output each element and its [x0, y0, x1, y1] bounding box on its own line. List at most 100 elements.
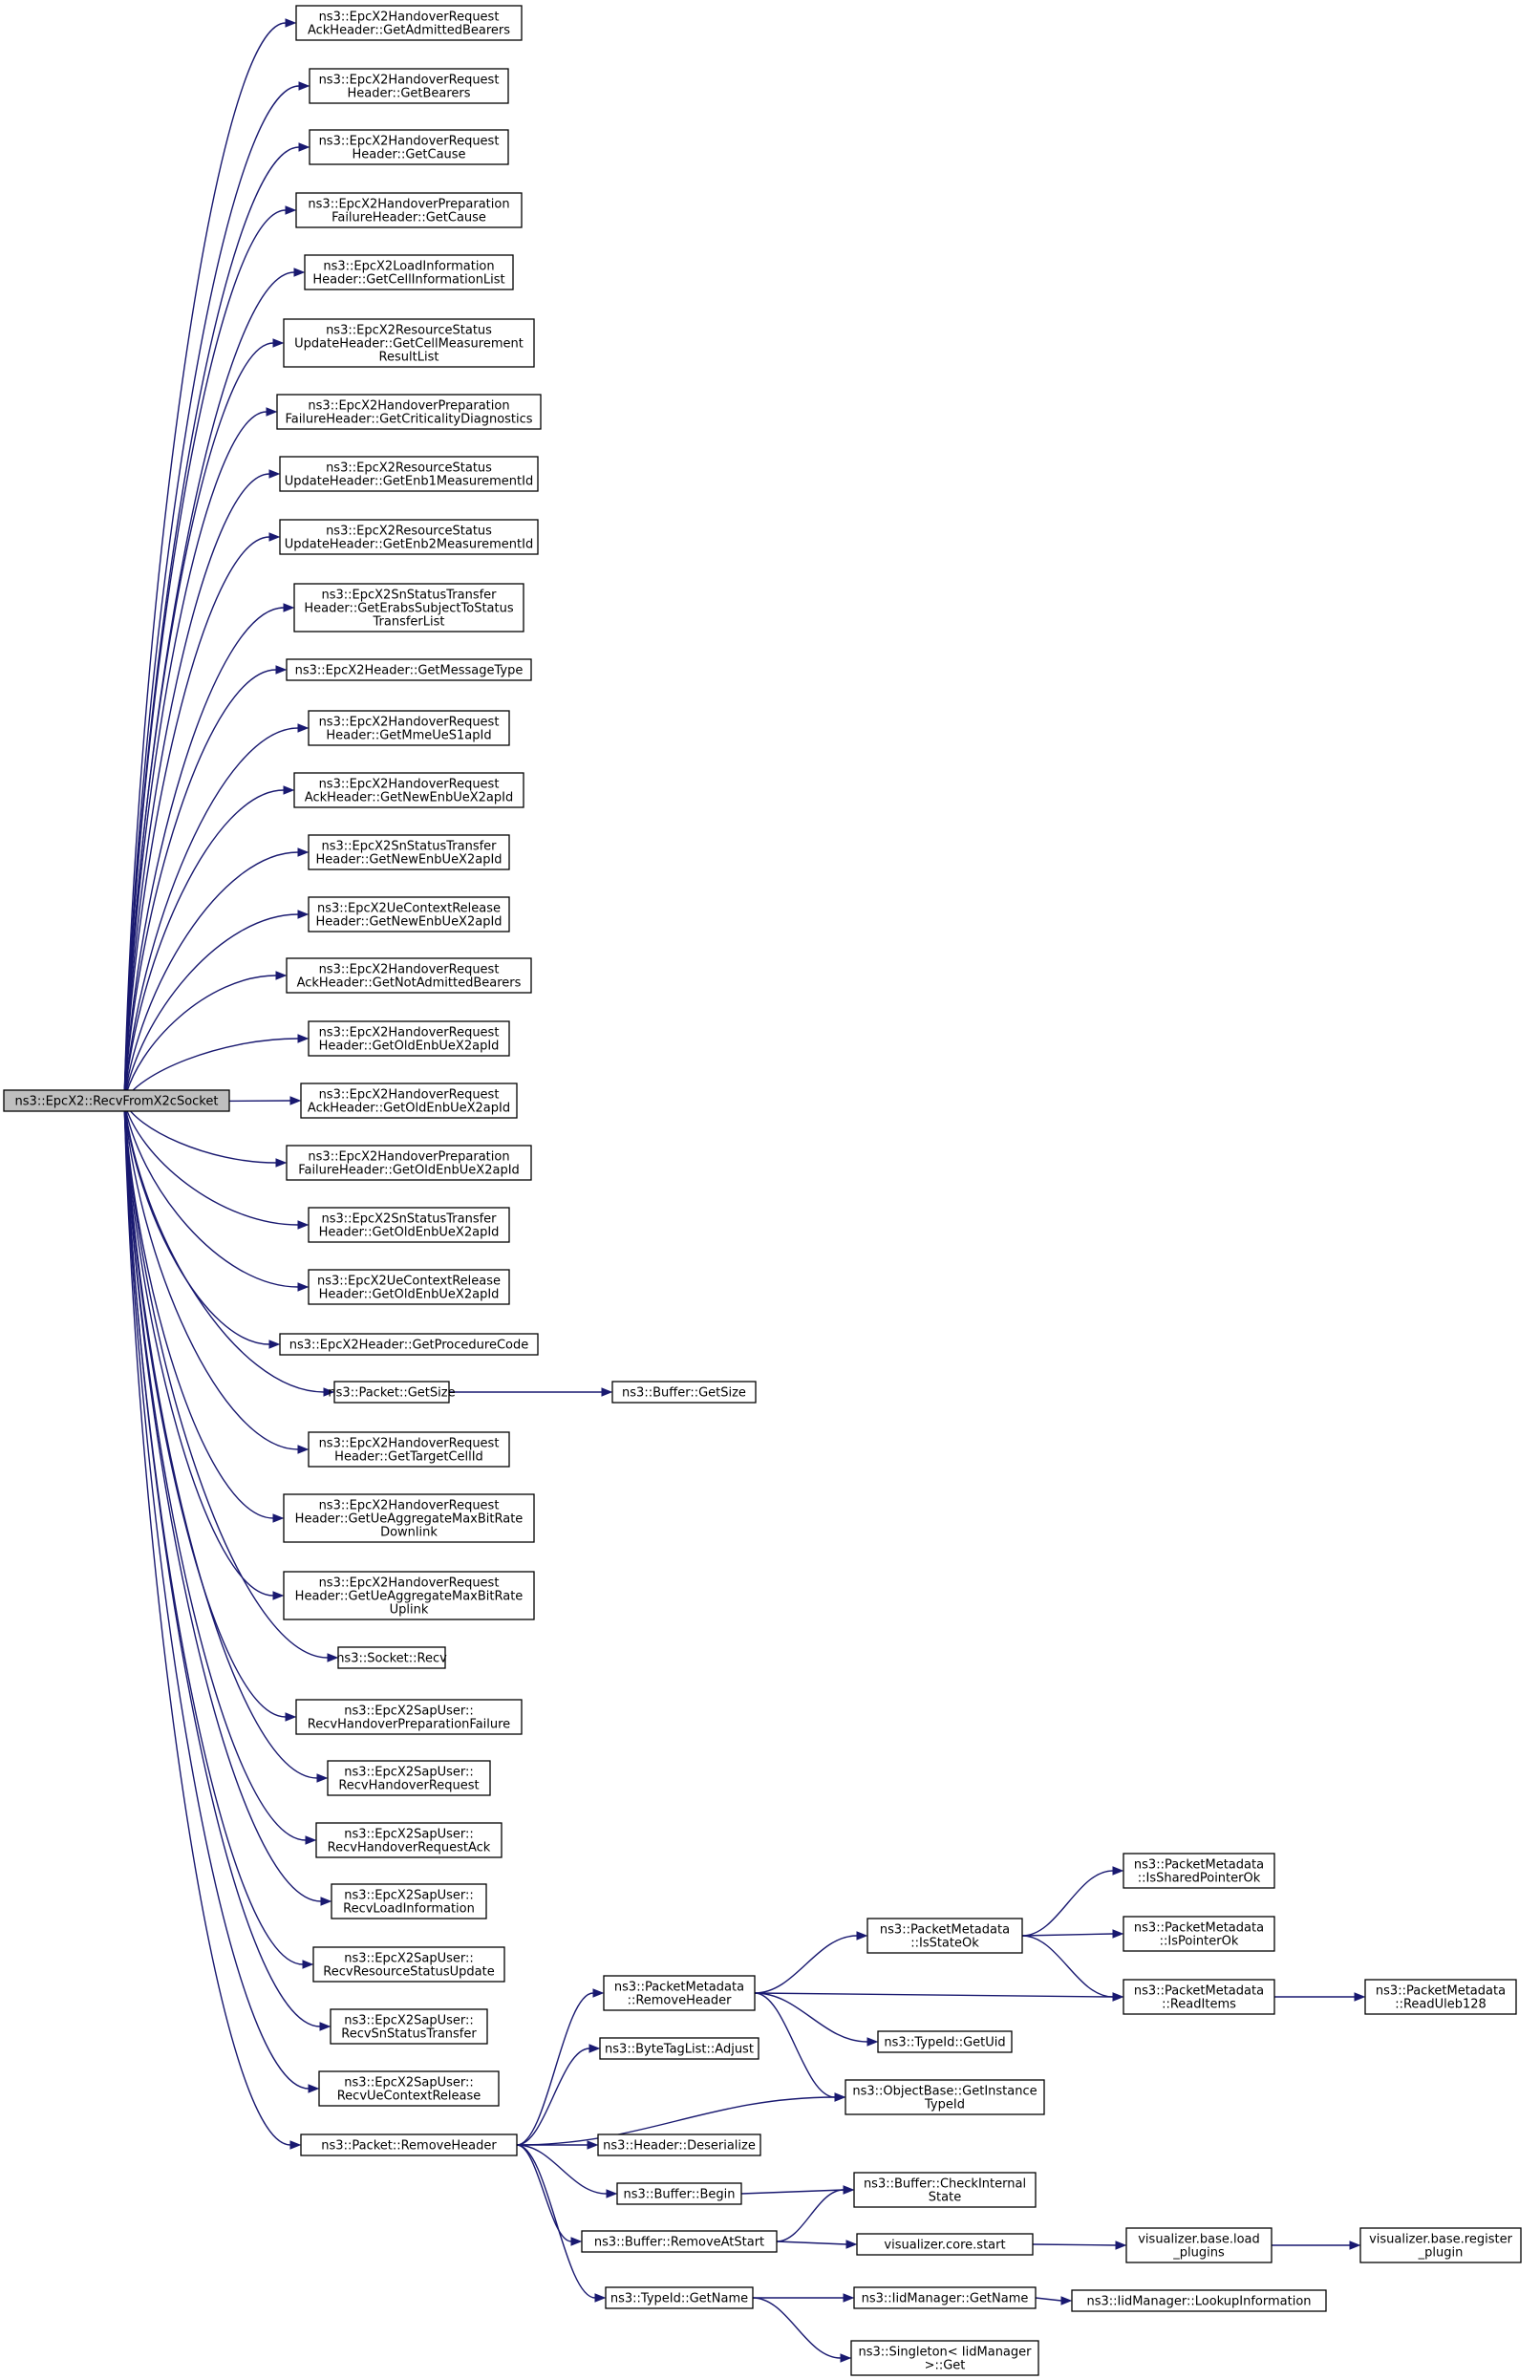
node-n25[interactable]: ns3::EpcX2HandoverRequestHeader::GetUeAg… [283, 1493, 535, 1543]
edge-line [754, 1992, 1114, 1998]
node-n26[interactable]: ns3::EpcX2HandoverRequestHeader::GetUeAg… [283, 1571, 535, 1620]
node-label: ResultList [379, 351, 439, 365]
edge-line [123, 727, 299, 1103]
edge-line [123, 1101, 321, 2027]
node-b_getsize[interactable]: ns3::Buffer::GetSize [611, 1381, 757, 1404]
arrowhead-icon [570, 2237, 583, 2246]
node-singleton[interactable]: ns3::Singleton< IidManager >::Get [850, 2340, 1039, 2376]
node-label: ns3::EpcX2SapUser:: [344, 1705, 473, 1719]
node-n14[interactable]: ns3::EpcX2SnStatusTransferHeader::GetNew… [308, 834, 510, 870]
node-label: ns3::EpcX2HandoverRequest [319, 11, 500, 25]
node-tid_getname[interactable]: ns3::TypeId::GetName [605, 2286, 754, 2309]
node-iid_getname[interactable]: ns3::IidManager::GetName [853, 2286, 1037, 2309]
node-n_root[interactable]: ns3::EpcX2::RecvFromX2cSocket [3, 1089, 230, 1112]
edge-line [123, 975, 277, 1103]
node-label: FailureHeader::GetCriticalityDiagnostics [285, 413, 532, 427]
node-n28[interactable]: ns3::EpcX2SapUser::RecvHandoverPreparati… [295, 1699, 523, 1735]
node-n20[interactable]: ns3::EpcX2SnStatusTransferHeader::GetOld… [308, 1207, 510, 1243]
edge-line [123, 85, 300, 1103]
edge-line [752, 2297, 842, 2359]
node-label: Header::GetBearers [347, 87, 470, 101]
node-viz_load[interactable]: visualizer.base.load_plugins [1125, 2227, 1273, 2263]
node-n11[interactable]: ns3::EpcX2Header::GetMessageType [286, 658, 532, 681]
node-n32[interactable]: ns3::EpcX2SapUser::RecvResourceStatusUpd… [312, 1946, 505, 1983]
node-pm_remove[interactable]: ns3::PacketMetadata::RemoveHeader [603, 1975, 756, 2011]
node-label: ns3::EpcX2Header::GetMessageType [295, 664, 524, 678]
node-n18[interactable]: ns3::EpcX2HandoverRequestAckHeader::GetO… [300, 1083, 518, 1119]
node-box [1123, 1853, 1275, 1889]
node-n3[interactable]: ns3::EpcX2HandoverRequestHeader::GetCaus… [309, 129, 509, 165]
node-label: ::IsStateOk [910, 1937, 979, 1951]
node-label: State [929, 2191, 961, 2205]
node-label: ::RemoveHeader [628, 1994, 733, 2008]
node-pm_shared[interactable]: ns3::PacketMetadata::IsSharedPointerOk [1123, 1853, 1275, 1889]
node-label: >::Get [925, 2359, 966, 2373]
node-n9[interactable]: ns3::EpcX2ResourceStatusUpdateHeader::Ge… [279, 519, 539, 555]
node-buf_begin[interactable]: ns3::Buffer::Begin [616, 2182, 742, 2205]
node-n6[interactable]: ns3::EpcX2ResourceStatusUpdateHeader::Ge… [283, 318, 535, 368]
node-box [304, 254, 514, 290]
arrowhead-icon [268, 469, 281, 479]
node-n10[interactable]: ns3::EpcX2SnStatusTransferHeader::GetEra… [293, 583, 524, 633]
node-n17[interactable]: ns3::EpcX2HandoverRequestHeader::GetOldE… [308, 1020, 510, 1057]
node-n8[interactable]: ns3::EpcX2ResourceStatusUpdateHeader::Ge… [279, 456, 539, 492]
node-label: TypeId [924, 2098, 965, 2112]
node-pm_ptr[interactable]: ns3::PacketMetadata::IsPointerOk [1123, 1916, 1275, 1952]
node-n24[interactable]: ns3::EpcX2HandoverRequestHeader::GetTarg… [308, 1431, 510, 1468]
node-n19[interactable]: ns3::EpcX2HandoverPreparationFailureHead… [286, 1145, 532, 1181]
node-n7[interactable]: ns3::EpcX2HandoverPreparationFailureHead… [276, 394, 542, 430]
node-btl_adjust[interactable]: ns3::ByteTagList::Adjust [599, 2037, 759, 2060]
node-iid_lookup[interactable]: ns3::IidManager::LookupInformation [1071, 2289, 1327, 2312]
edge-n_root-to-n4 [123, 205, 297, 1103]
node-label: AckHeader::GetNewEnbUeX2apId [305, 791, 513, 805]
node-n1[interactable]: ns3::EpcX2HandoverRequestAckHeader::GetA… [295, 5, 523, 41]
node-label: AckHeader::GetOldEnbUeX2apId [308, 1102, 510, 1116]
node-label: ns3::EpcX2SapUser:: [344, 1766, 473, 1780]
edge-buf_rmstart-to-viz_start [776, 2240, 858, 2249]
node-n34[interactable]: ns3::EpcX2SapUser::RecvUeContextRelease [318, 2070, 500, 2107]
node-n16[interactable]: ns3::EpcX2HandoverRequestAckHeader::GetN… [286, 957, 532, 994]
node-n21[interactable]: ns3::EpcX2UeContextReleaseHeader::GetOld… [308, 1269, 510, 1305]
node-pm_isstate[interactable]: ns3::PacketMetadata::IsStateOk [866, 1918, 1023, 1954]
node-n12[interactable]: ns3::EpcX2HandoverRequestHeader::GetMmeU… [308, 710, 510, 746]
node-buf_rmstart[interactable]: ns3::Buffer::RemoveAtStart [581, 2230, 778, 2253]
edge-n_root-to-n9 [123, 532, 281, 1103]
edge-line [123, 22, 287, 1103]
node-n23[interactable]: ns3::Packet::GetSize [328, 1381, 456, 1404]
node-n31[interactable]: ns3::EpcX2SapUser::RecvLoadInformation [331, 1883, 487, 1919]
node-n29[interactable]: ns3::EpcX2SapUser::RecvHandoverRequest [327, 1760, 491, 1796]
arrowhead-icon [866, 2037, 879, 2047]
node-box [279, 1333, 539, 1356]
edge-n_root-to-n25 [123, 1101, 285, 1523]
node-n2[interactable]: ns3::EpcX2HandoverRequestHeader::GetBear… [309, 68, 509, 104]
edge-n_root-to-n16 [123, 971, 288, 1103]
node-n30[interactable]: ns3::EpcX2SapUser::RecvHandoverRequestAc… [315, 1822, 503, 1858]
node-label: ns3::EpcX2Header::GetProcedureCode [289, 1339, 528, 1353]
node-label: Header::GetOldEnbUeX2apId [319, 1226, 500, 1240]
node-label: visualizer.base.register [1369, 2233, 1513, 2247]
node-viz_reg[interactable]: visualizer.base.register_plugin [1359, 2227, 1522, 2263]
node-pm_read[interactable]: ns3::PacketMetadata::ReadItems [1123, 1979, 1275, 2015]
node-label: ns3::EpcX2SnStatusTransfer [321, 589, 497, 603]
node-n35[interactable]: ns3::Packet::RemoveHeader [300, 2133, 518, 2156]
node-n5[interactable]: ns3::EpcX2LoadInformationHeader::GetCell… [304, 254, 514, 290]
arrowhead-icon [601, 1387, 613, 1397]
node-hdr_deser[interactable]: ns3::Header::Deserialize [597, 2133, 761, 2156]
edge-line [754, 1935, 858, 1994]
node-label: ns3::IidManager::LookupInformation [1086, 2295, 1311, 2309]
edge-n_root-to-n8 [123, 469, 281, 1103]
node-tid_getuid[interactable]: ns3::TypeId::GetUid [877, 2030, 1013, 2053]
node-pm_uleb[interactable]: ns3::PacketMetadata::ReadUleb128 [1364, 1979, 1517, 2015]
node-n27[interactable]: ns3::Socket::Recv [336, 1646, 447, 1669]
node-n4[interactable]: ns3::EpcX2HandoverPreparationFailureHead… [295, 192, 523, 228]
node-viz_start[interactable]: visualizer.core.start [856, 2233, 1034, 2256]
node-n33[interactable]: ns3::EpcX2SapUser::RecvSnStatusTransfer [330, 2008, 488, 2045]
node-label: Header::GetTargetCellId [334, 1450, 483, 1465]
node-n15[interactable]: ns3::EpcX2UeContextReleaseHeader::GetNew… [308, 896, 510, 933]
node-n13[interactable]: ns3::EpcX2HandoverRequestAckHeader::GetN… [293, 772, 524, 808]
edge-tid_getname-to-iid_getname [753, 2293, 855, 2303]
node-label: ns3::ObjectBase::GetInstance [852, 2085, 1037, 2099]
node-n22[interactable]: ns3::EpcX2Header::GetProcedureCode [279, 1333, 539, 1356]
